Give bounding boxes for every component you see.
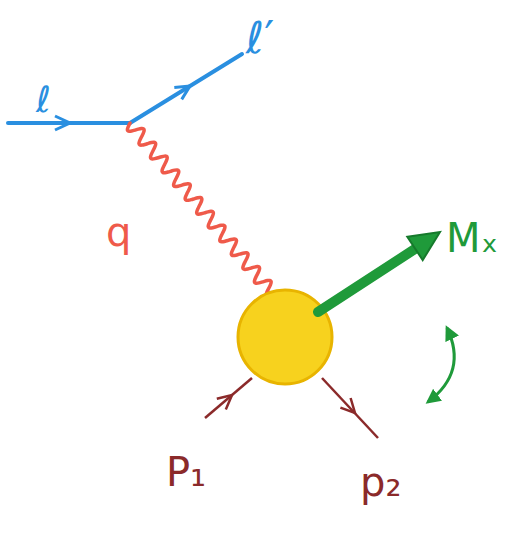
- interaction-blob: [238, 290, 332, 384]
- final-state-arrow: [318, 247, 418, 312]
- fermion-arrow: [174, 86, 190, 99]
- fermion-arrow: [55, 116, 70, 130]
- lepton-label: ℓ′: [246, 16, 274, 60]
- outgoing-lepton-line: [130, 54, 242, 123]
- photon-wavy-line: [127, 123, 282, 297]
- fermion-arrow: [217, 395, 232, 409]
- arrow-head: [407, 232, 440, 260]
- photon-label: q: [106, 212, 131, 252]
- momentum-label: P₁: [166, 452, 206, 492]
- incoming-hadron-line: [205, 378, 252, 418]
- angle-double-arrow: [428, 328, 454, 402]
- outgoing-hadron-line: [322, 378, 378, 438]
- mass-label: Mₓ: [446, 218, 498, 258]
- lepton-label: ℓ: [36, 82, 51, 118]
- momentum-label: p₂: [360, 462, 401, 502]
- fermion-arrow: [340, 398, 355, 413]
